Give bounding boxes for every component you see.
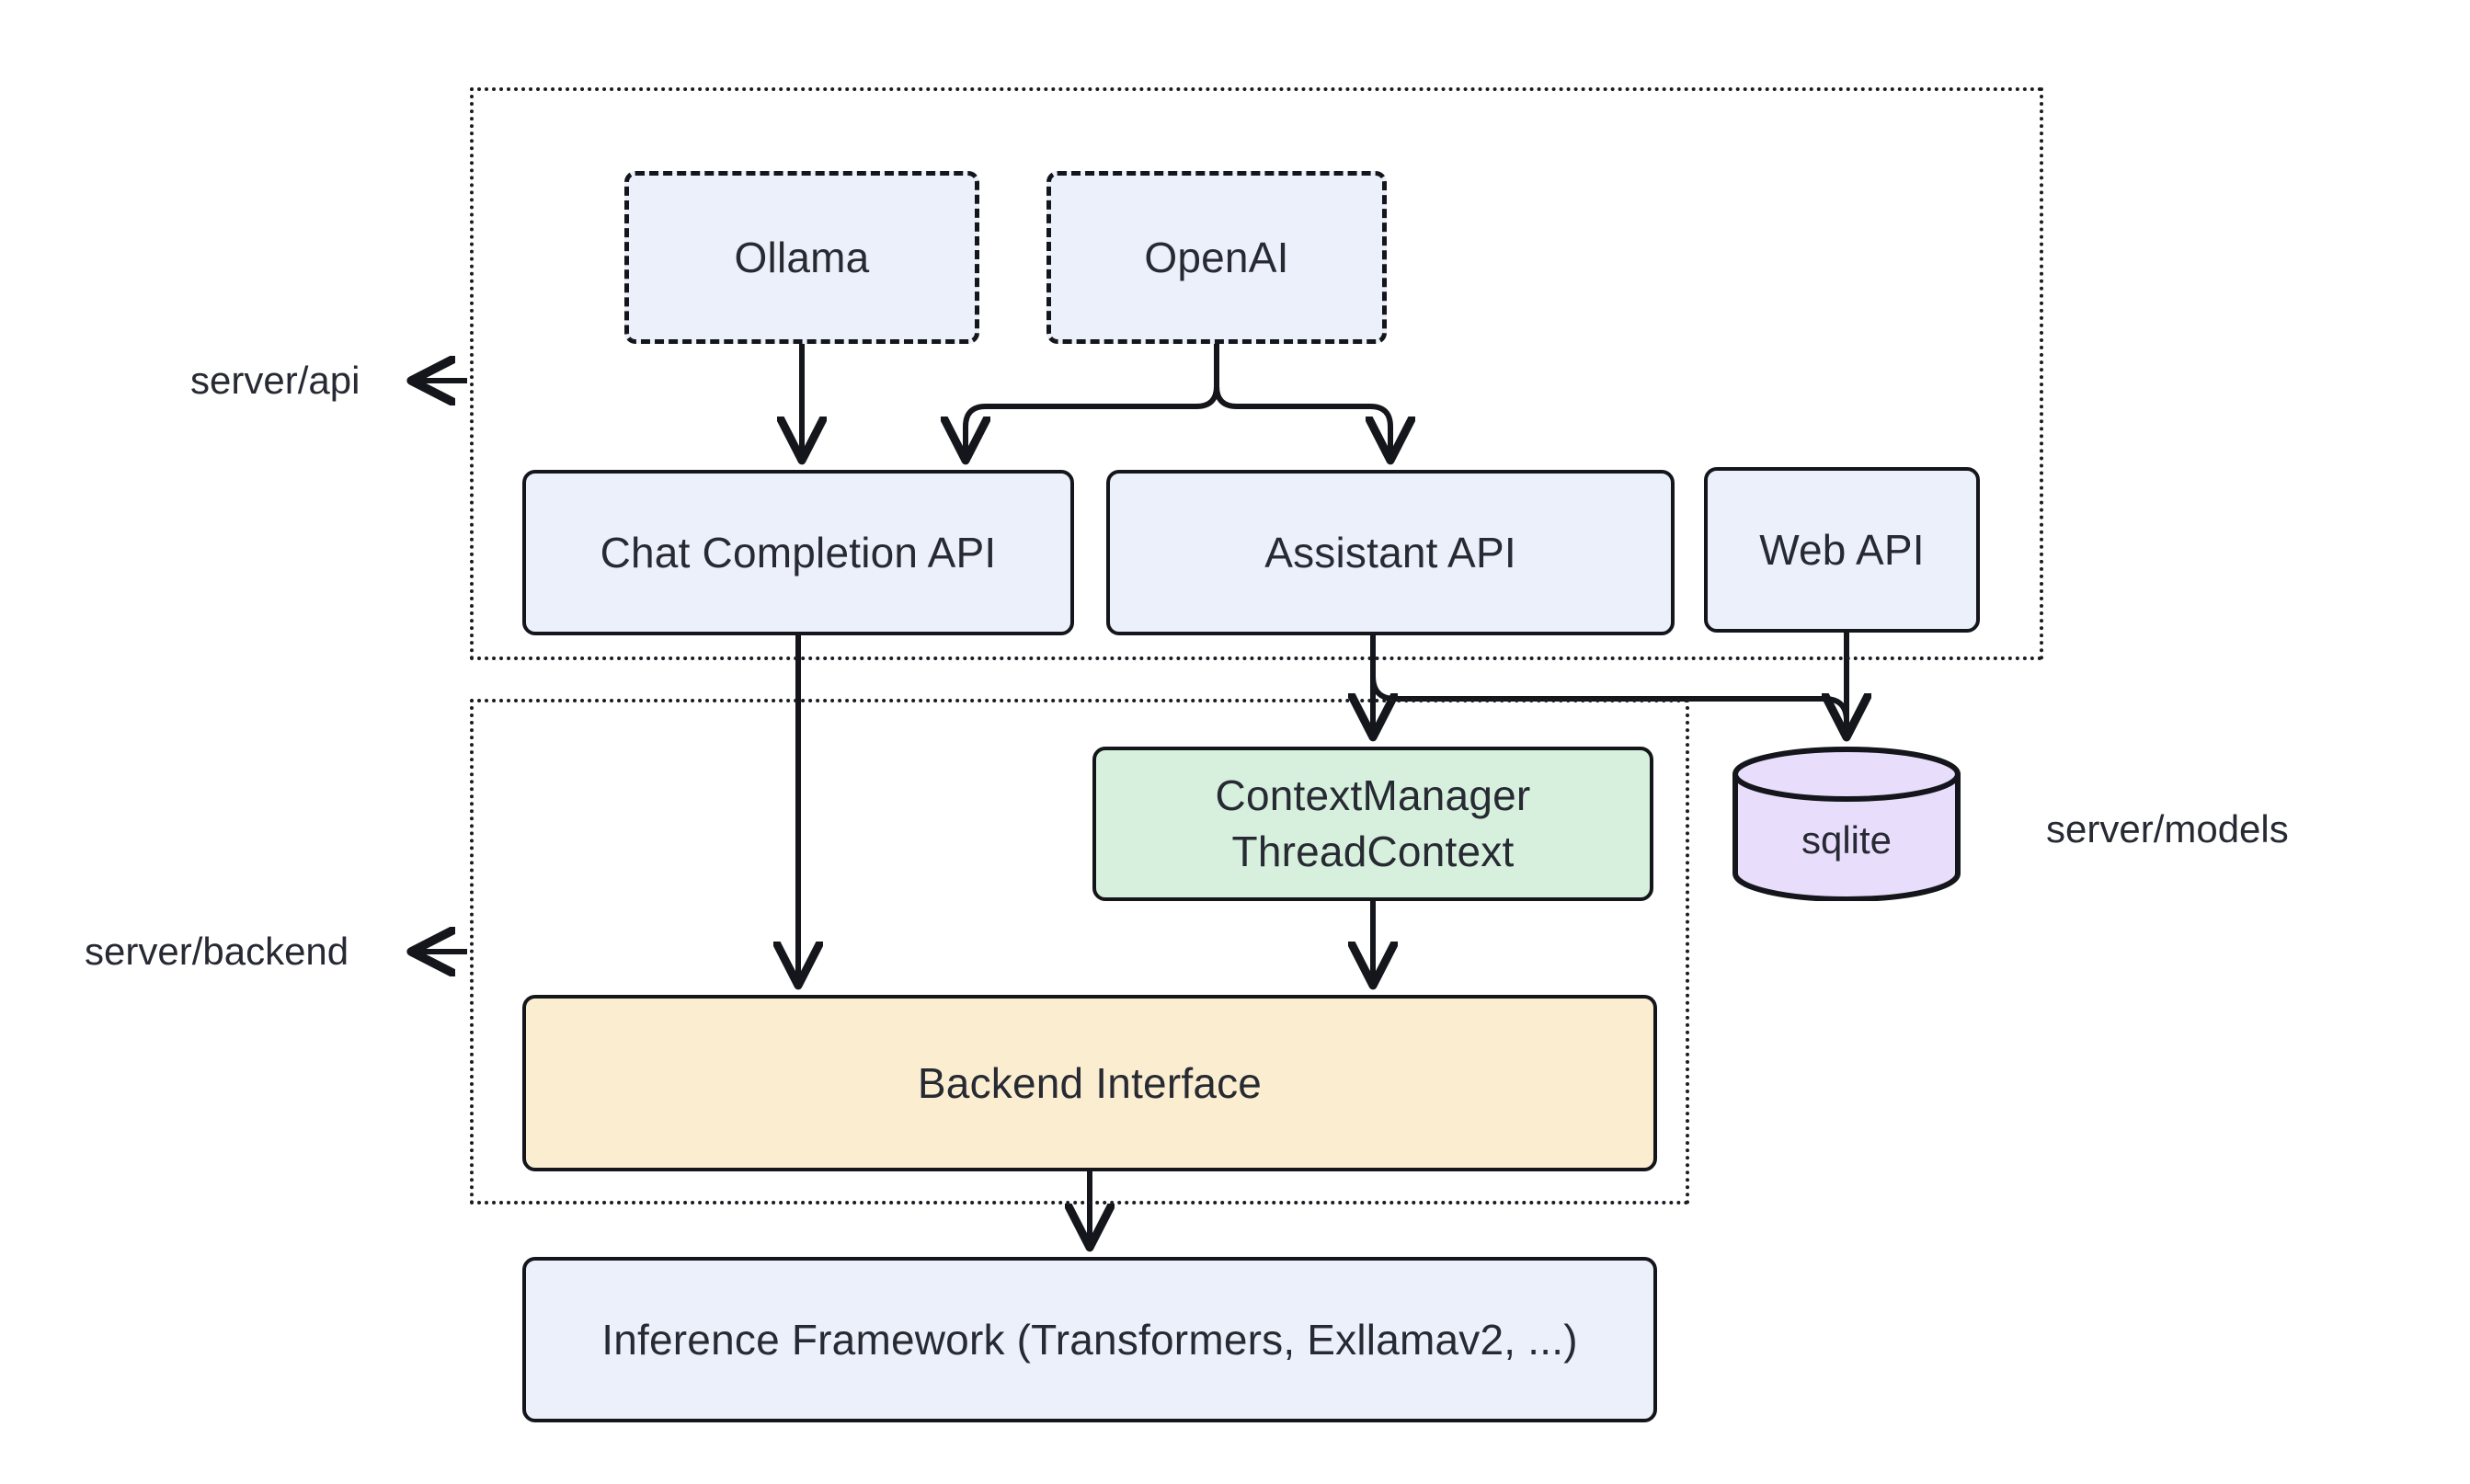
cylinder-shape: [1732, 747, 1961, 902]
label-server-api: server/api: [190, 359, 360, 403]
node-assistant-api-label: Assistant API: [1264, 528, 1516, 576]
group-server-api: [470, 87, 2043, 660]
edge-openai-to-chat: [966, 385, 1219, 456]
label-server-backend-text: server/backend: [85, 930, 349, 973]
node-context-manager-label: ContextManager ThreadContext: [1215, 771, 1531, 875]
node-chat-completion-api[interactable]: Chat Completion API: [522, 470, 1074, 635]
node-openai-label: OpenAI: [1144, 233, 1289, 281]
node-inference-framework[interactable]: Inference Framework (Transformers, Exlla…: [522, 1257, 1657, 1422]
node-backend-interface[interactable]: Backend Interface: [522, 995, 1657, 1171]
node-web-api-label: Web API: [1759, 525, 1925, 574]
node-inference-framework-label: Inference Framework (Transformers, Exlla…: [601, 1315, 1578, 1364]
node-openai[interactable]: OpenAI: [1046, 171, 1387, 344]
node-web-api[interactable]: Web API: [1704, 467, 1980, 633]
node-assistant-api[interactable]: Assistant API: [1106, 470, 1675, 635]
node-ollama-label: Ollama: [734, 233, 870, 281]
node-context-manager[interactable]: ContextManager ThreadContext: [1092, 747, 1653, 901]
label-server-models-text: server/models: [2046, 807, 2289, 850]
edge-openai-to-assistant: [1214, 385, 1390, 456]
node-backend-interface-label: Backend Interface: [917, 1058, 1263, 1107]
node-chat-completion-api-label: Chat Completion API: [600, 528, 997, 576]
label-server-api-text: server/api: [190, 359, 360, 402]
node-sqlite[interactable]: sqlite: [1731, 747, 1962, 902]
label-server-models: server/models: [2046, 807, 2289, 851]
group-server-backend: [470, 699, 1689, 1204]
node-ollama[interactable]: Ollama: [624, 171, 979, 344]
label-server-backend: server/backend: [85, 930, 349, 974]
